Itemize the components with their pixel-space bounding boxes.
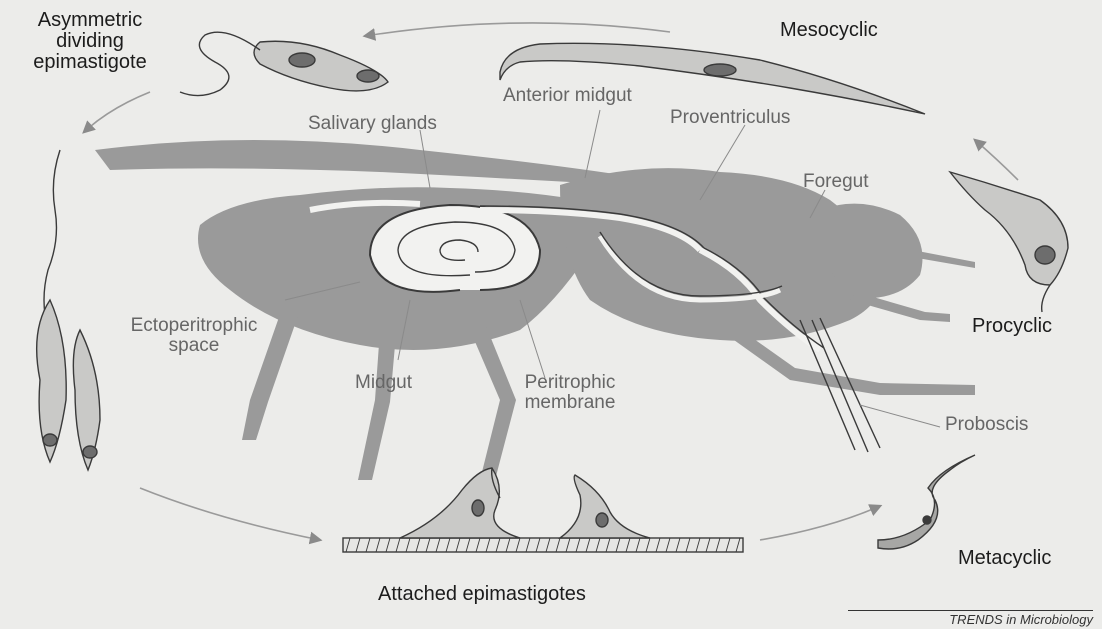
- fly-wing: [95, 140, 640, 186]
- source-credit: TRENDS in Microbiology: [848, 610, 1093, 627]
- parasite-asymmetric-epimastigote: [180, 32, 388, 95]
- epimastigote-right: [560, 475, 650, 538]
- label-proboscis: Proboscis: [945, 415, 1028, 435]
- label-procyclic: Procyclic: [972, 316, 1052, 337]
- label-salivary-glands: Salivary glands: [308, 114, 437, 134]
- label-asymmetric-epimastigote: Asymmetric dividing epimastigote: [10, 10, 170, 73]
- arrow-to-attached: [140, 488, 320, 540]
- label-anterior-midgut: Anterior midgut: [503, 86, 632, 106]
- epimastigote-left: [400, 468, 520, 538]
- epithelium-strip: [343, 538, 743, 552]
- fly-leg-2: [358, 330, 396, 480]
- label-metacyclic: Metacyclic: [958, 548, 1051, 569]
- label-midgut: Midgut: [355, 373, 412, 393]
- label-mesocyclic: Mesocyclic: [780, 20, 878, 41]
- parasite-dividing-chain: [37, 150, 100, 470]
- label-ectoperitrophic-space: Ectoperitrophic space: [104, 316, 284, 356]
- arrow-mesocyclic-to-asymmetric: [365, 23, 670, 36]
- label-attached-epimastigotes: Attached epimastigotes: [378, 584, 586, 605]
- leader-proboscis: [860, 405, 940, 427]
- parasite-metacyclic: [878, 455, 975, 549]
- arrow-procyclic-to-mesocyclic: [975, 140, 1018, 180]
- parasite-attached-epimastigotes: [343, 468, 743, 552]
- leader-anterior-midgut: [585, 110, 600, 178]
- label-foregut: Foregut: [803, 172, 868, 192]
- label-peritrophic-membrane: Peritrophic membrane: [500, 373, 640, 413]
- parasite-procyclic: [950, 172, 1068, 312]
- arrow-asymmetric-to-epimastigote: [84, 92, 150, 132]
- label-proventriculus: Proventriculus: [670, 108, 790, 128]
- arrow-to-metacyclic: [760, 506, 880, 540]
